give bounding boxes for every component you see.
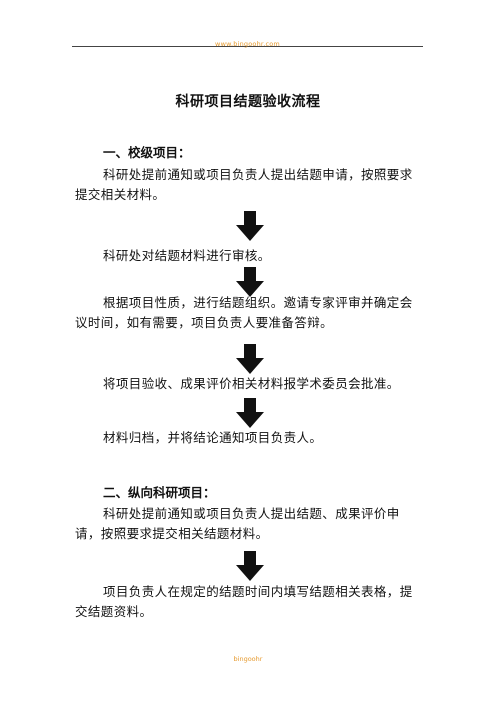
step-paragraph: 科研处提前通知或项目负责人提出结题、成果评价申 请，按照要求提交相关结题材料。 xyxy=(75,504,424,544)
step-line: 项目负责人在规定的结题时间内填写结题相关表格，提 xyxy=(103,584,413,599)
step-paragraph: 将项目验收、成果评价相关材料报学术委员会批准。 xyxy=(103,374,424,394)
page-footer: bingoohr xyxy=(0,646,496,665)
step-paragraph: 材料归档，并将结论通知项目负责人。 xyxy=(103,428,424,448)
step-line: 将项目验收、成果评价相关材料报学术委员会批准。 xyxy=(103,376,400,391)
arrow-down-icon xyxy=(236,267,264,297)
footer-link[interactable]: bingoohr xyxy=(233,655,263,663)
step-line: 科研处提前通知或项目负责人提出结题申请，按照要求 xyxy=(103,167,413,182)
step-paragraph: 项目负责人在规定的结题时间内填写结题相关表格，提 交结题资料。 xyxy=(75,582,424,622)
step-paragraph: 根据项目性质，进行结题组织。邀请专家评审并确定会 议时间，如有需要，项目负责人要… xyxy=(75,293,424,333)
step-line: 请，按照要求提交相关结题材料。 xyxy=(75,526,269,541)
step-line: 交结题资料。 xyxy=(75,604,153,619)
step-line: 提交相关材料。 xyxy=(75,187,166,202)
section-heading-school: 一、校级项目： xyxy=(103,145,191,160)
arrow-down-icon xyxy=(236,398,264,428)
arrow-down-icon xyxy=(236,211,264,241)
step-line: 根据项目性质，进行结题组织。邀请专家评审并确定会 xyxy=(103,295,413,310)
page-header: www.bingoohr.com xyxy=(72,31,423,48)
document-title: 科研项目结题验收流程 xyxy=(175,94,321,110)
step-line: 议时间，如有需要，项目负责人要准备答辩。 xyxy=(75,315,334,330)
step-line: 科研处对结题材料进行审核。 xyxy=(103,248,271,263)
step-line: 科研处提前通知或项目负责人提出结题、成果评价申 xyxy=(103,506,400,521)
header-link[interactable]: www.bingoohr.com xyxy=(215,40,280,48)
section-heading-vertical: 二、纵向科研项目： xyxy=(103,485,216,500)
arrow-down-icon xyxy=(236,551,264,581)
arrow-down-icon xyxy=(236,344,264,374)
step-paragraph: 科研处提前通知或项目负责人提出结题申请，按照要求 提交相关材料。 xyxy=(75,165,424,205)
step-line: 材料归档，并将结论通知项目负责人。 xyxy=(103,430,323,445)
step-paragraph: 科研处对结题材料进行审核。 xyxy=(103,246,424,266)
